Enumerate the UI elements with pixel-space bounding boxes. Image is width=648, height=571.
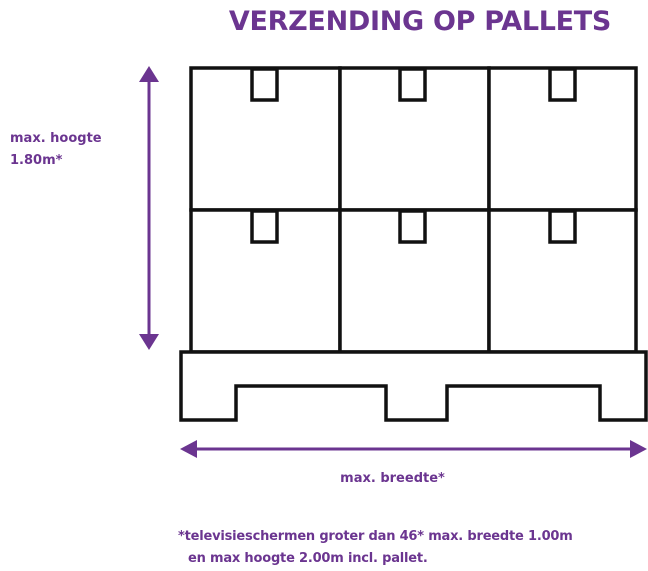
- max-width-label: max. breedte*: [340, 471, 445, 486]
- box-handle: [250, 67, 279, 102]
- max-height-label: max. hoogte 1.80m*: [10, 128, 102, 172]
- pallet-base: [179, 350, 648, 422]
- height-arrow-bottom-head: [139, 334, 159, 350]
- box-bottom-middle: [338, 208, 491, 354]
- max-height-label-line2: 1.80m*: [10, 153, 63, 168]
- max-height-label-line1: max. hoogte: [10, 131, 102, 146]
- width-arrow-left-head: [180, 440, 197, 458]
- width-arrow-right-head: [630, 440, 647, 458]
- box-handle: [548, 209, 577, 244]
- height-arrow: [139, 66, 159, 350]
- footnote: *televisieschermen groter dan 46* max. b…: [178, 526, 573, 570]
- box-top-left: [189, 66, 342, 212]
- footnote-line1: *televisieschermen groter dan 46* max. b…: [178, 529, 573, 544]
- box-handles: [250, 67, 577, 244]
- box-top-right: [487, 66, 638, 212]
- box-top-middle: [338, 66, 491, 212]
- box-handle: [398, 209, 427, 244]
- box-bottom-left: [189, 208, 342, 354]
- width-arrow: [180, 440, 647, 458]
- pallet: [179, 350, 648, 422]
- height-arrow-top-head: [139, 66, 159, 82]
- footnote-line2: en max hoogte 2.00m incl. pallet.: [188, 551, 428, 566]
- box-bottom-right: [487, 208, 638, 354]
- box-handle: [548, 67, 577, 102]
- box-handle: [398, 67, 427, 102]
- boxes: [189, 66, 638, 354]
- page-title: VERZENDING OP PALLETS: [228, 6, 612, 37]
- box-handle: [250, 209, 279, 244]
